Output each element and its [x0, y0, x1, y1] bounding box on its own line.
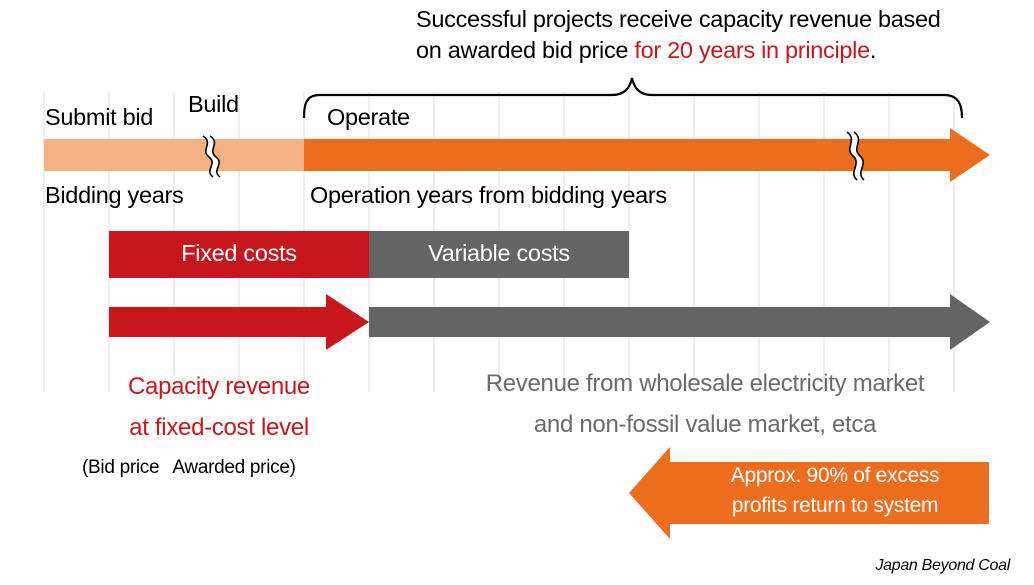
note-line-1: Successful projects receive capacity rev… [416, 6, 941, 32]
operate-break-mark [846, 131, 865, 181]
note-line-2: on awarded bid price for 20 years in pri… [416, 37, 876, 64]
excess-profit-return-arrow [629, 447, 989, 539]
operate-label: Operate [327, 104, 410, 130]
market-revenue-line-1: Revenue from wholesale electricity marke… [485, 370, 925, 397]
return-arrow-line-1: Approx. 90% of excess [730, 464, 940, 487]
source-credit: Japan Beyond Coal [875, 557, 1010, 574]
fixed-costs-bar [109, 231, 369, 278]
capacity-revenue-arrow [109, 294, 369, 350]
market-revenue-arrow [369, 294, 990, 350]
note-highlight: for 20 years in principle [634, 37, 870, 63]
fixed-costs-label: Fixed costs [181, 240, 297, 266]
build-label: Build [188, 91, 239, 117]
variable-costs-label: Variable costs [428, 240, 570, 266]
capacity-revenue-line-1: Capacity revenue [128, 373, 310, 400]
operation-brace [302, 77, 964, 119]
variable-costs-bar [369, 231, 629, 278]
operation-years-arrow [304, 128, 990, 182]
return-arrow-line-2: profits return to system [731, 494, 939, 517]
bidding-years-bar [44, 139, 304, 171]
operation-years-label: Operation years from bidding years [310, 182, 667, 208]
note-line-2-suffix: . [869, 37, 877, 63]
submit-bid-label: Submit bid [45, 104, 154, 130]
bidding-years-label: Bidding years [45, 182, 184, 208]
capacity-revenue-line-2: at fixed-cost level [129, 414, 309, 441]
market-revenue-line-2: and non-fossil value market, etca [533, 411, 877, 438]
note-line-2-prefix: on awarded bid price [416, 37, 635, 63]
build-break-mark [202, 135, 221, 178]
bid-price-note: (Bid price Awarded price) [82, 457, 296, 478]
